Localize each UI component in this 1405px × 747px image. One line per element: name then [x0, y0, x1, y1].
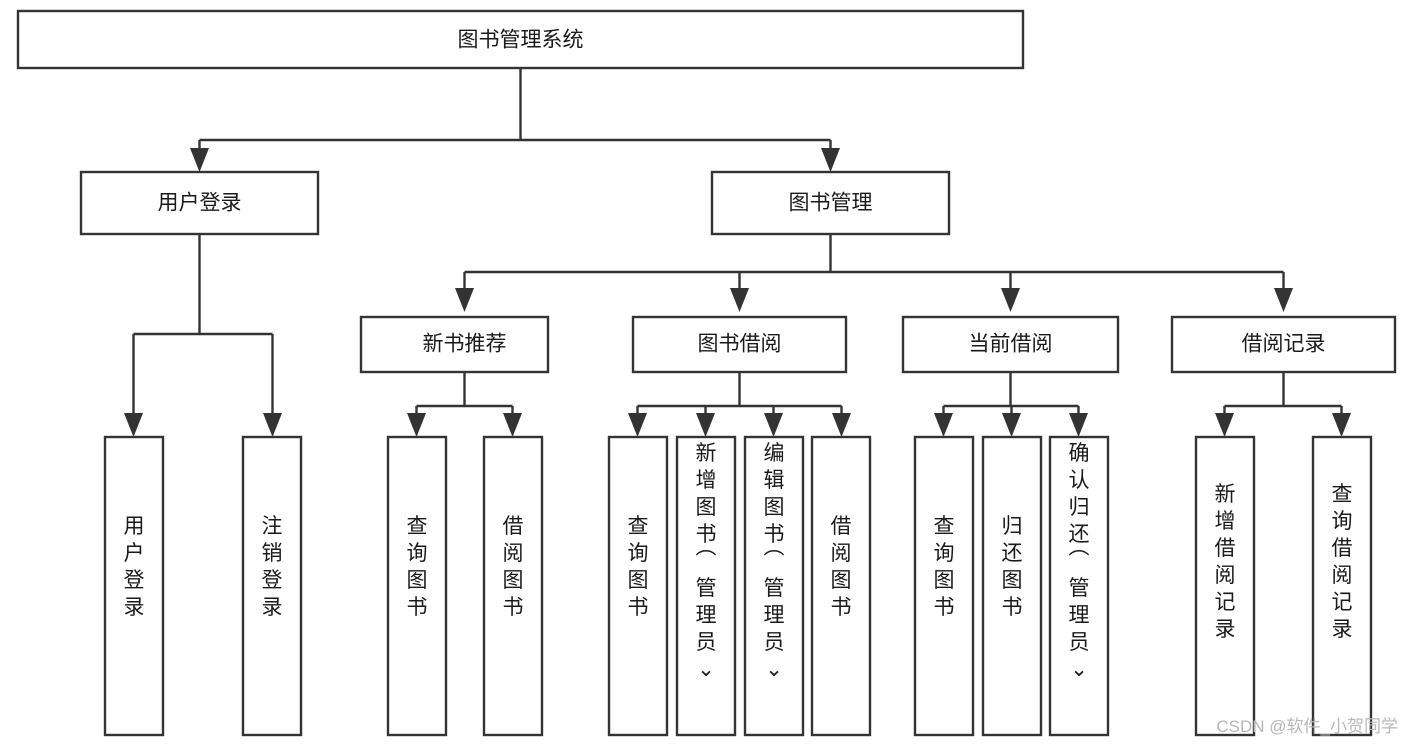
node-current-borrow[interactable]: 当前借阅: [901, 315, 1120, 374]
arrow-head-user-login-leaf-2: [263, 413, 282, 437]
leaf-new-book-rec-0-label: 查询图书: [407, 515, 428, 619]
node-root[interactable]: 图书管理系统: [16, 9, 1025, 70]
leaf-user-login-1[interactable]: 注销登录: [241, 435, 303, 737]
leaf-book-borrow-1-box[interactable]: [675, 435, 737, 737]
node-root-box[interactable]: [16, 9, 1025, 70]
arrow-head-current-borrow: [1001, 288, 1020, 312]
leaf-current-borrow-1-box[interactable]: [981, 435, 1043, 737]
arrow-head-current-borrow-leaf-3: [1069, 413, 1088, 437]
arrow-head-book-borrow-leaf-2: [696, 413, 715, 437]
arrow-head-user-login: [190, 148, 209, 172]
node-user-login-label: 用户登录: [158, 192, 242, 215]
leaf-borrow-record-0-label: 新增借阅记录: [1215, 483, 1236, 641]
leaf-book-borrow-2-box[interactable]: [743, 435, 805, 737]
arrow-head-current-borrow-leaf-2: [1002, 413, 1021, 437]
arrow-head-new-book-rec-leaf-1: [407, 413, 426, 437]
node-borrow-record[interactable]: 借阅记录: [1170, 315, 1397, 374]
leaf-new-book-rec-0-box[interactable]: [386, 435, 448, 737]
node-book-manage[interactable]: 图书管理: [710, 170, 951, 236]
arrow-head-book-borrow: [730, 288, 749, 312]
node-user-login[interactable]: 用户登录: [79, 170, 320, 236]
leaf-user-login-0-box[interactable]: [103, 435, 165, 737]
node-book-borrow[interactable]: 图书借阅: [631, 315, 848, 374]
node-book-manage-label: 图书管理: [789, 192, 873, 215]
leaf-new-book-rec-1-label: 借阅图书: [503, 515, 524, 619]
leaf-current-borrow-0[interactable]: 查询图书: [913, 435, 975, 737]
leaf-current-borrow-0-box[interactable]: [913, 435, 975, 737]
leaf-book-borrow-0-box[interactable]: [607, 435, 669, 737]
leaf-book-borrow-3-box[interactable]: [810, 435, 872, 737]
node-book-borrow-box[interactable]: [631, 315, 848, 374]
watermark-label: CSDN @软件_小贺同学: [1216, 717, 1398, 736]
node-book-borrow-label: 图书借阅: [698, 333, 782, 356]
node-book-manage-box[interactable]: [710, 170, 951, 236]
arrow-head-borrow-record-leaf-2: [1332, 413, 1351, 437]
node-current-borrow-label: 当前借阅: [969, 333, 1053, 356]
leaf-current-borrow-2-label: 确认归还⌒管理员⌄: [1069, 442, 1090, 681]
node-new-book-rec-box[interactable]: [359, 315, 550, 374]
node-user-login-box[interactable]: [79, 170, 320, 236]
leaf-book-borrow-1-label: 新增图书⌒管理员⌄: [696, 442, 717, 681]
leaf-borrow-record-1-box[interactable]: [1311, 435, 1373, 737]
node-new-book-rec[interactable]: 新书推荐: [359, 315, 550, 374]
arrow-head-book-borrow-leaf-1: [628, 413, 647, 437]
arrow-head-borrow-record-leaf-1: [1215, 413, 1234, 437]
arrow-head-new-book-rec-leaf-2: [503, 413, 522, 437]
leaf-book-borrow-2[interactable]: 编辑图书⌒管理员⌄: [743, 435, 805, 737]
arrow-head-book-manage: [821, 148, 840, 172]
leaf-current-borrow-0-label: 查询图书: [934, 515, 955, 619]
arrow-head-user-login-leaf-1: [124, 413, 143, 437]
leaf-new-book-rec-1[interactable]: 借阅图书: [482, 435, 544, 737]
leaf-new-book-rec-0[interactable]: 查询图书: [386, 435, 448, 737]
leaf-current-borrow-2[interactable]: 确认归还⌒管理员⌄: [1048, 435, 1110, 737]
leaf-user-login-0[interactable]: 用户登录: [103, 435, 165, 737]
leaf-book-borrow-2-label: 编辑图书⌒管理员⌄: [764, 442, 785, 681]
leaf-new-book-rec-1-box[interactable]: [482, 435, 544, 737]
arrow-head-book-borrow-leaf-3: [764, 413, 783, 437]
connector-layer: [124, 68, 1351, 437]
arrow-head-borrow-record: [1274, 288, 1293, 312]
arrow-head-book-borrow-leaf-4: [832, 413, 851, 437]
leaf-borrow-record-1[interactable]: 查询借阅记录: [1311, 435, 1373, 737]
leaf-current-borrow-1[interactable]: 归还图书: [981, 435, 1043, 737]
node-root-label: 图书管理系统: [458, 29, 584, 52]
leaf-current-borrow-2-box[interactable]: [1048, 435, 1110, 737]
node-new-book-rec-label: 新书推荐: [423, 333, 507, 356]
arrow-head-current-borrow-leaf-1: [934, 413, 953, 437]
leaf-borrow-record-0[interactable]: 新增借阅记录: [1194, 435, 1256, 737]
leaf-book-borrow-3[interactable]: 借阅图书: [810, 435, 872, 737]
node-borrow-record-label: 借阅记录: [1242, 333, 1326, 356]
leaf-user-login-1-label: 注销登录: [262, 515, 283, 619]
leaf-book-borrow-0[interactable]: 查询图书: [607, 435, 669, 737]
leaf-book-borrow-0-label: 查询图书: [628, 515, 649, 619]
leaf-book-borrow-3-label: 借阅图书: [831, 515, 852, 619]
leaf-current-borrow-1-label: 归还图书: [1002, 515, 1023, 619]
node-current-borrow-box[interactable]: [901, 315, 1120, 374]
node-borrow-record-box[interactable]: [1170, 315, 1397, 374]
arrow-head-new-book-rec: [455, 288, 474, 312]
leaf-user-login-1-box[interactable]: [241, 435, 303, 737]
leaf-borrow-record-0-box[interactable]: [1194, 435, 1256, 737]
leaf-user-login-0-label: 用户登录: [124, 515, 145, 619]
leaf-borrow-record-1-label: 查询借阅记录: [1332, 483, 1353, 641]
leaf-book-borrow-1[interactable]: 新增图书⌒管理员⌄: [675, 435, 737, 737]
